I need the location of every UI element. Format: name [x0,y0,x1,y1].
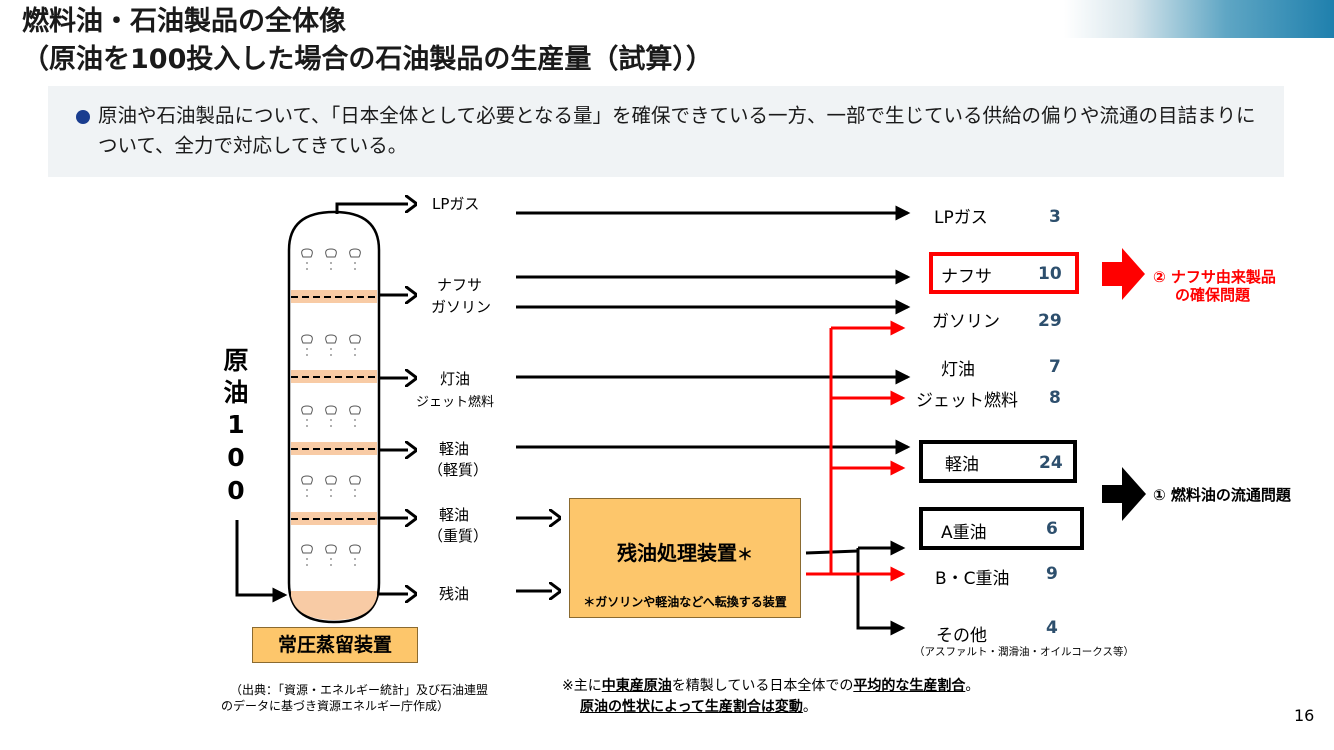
crude-char: 1 [227,410,245,439]
bullet-icon [76,110,90,124]
product-value: 8 [1049,388,1061,408]
page-number: 16 [1294,706,1315,725]
page-subtitle: （原油を100投入した場合の石油製品の生産量（試算）） [22,44,713,75]
crude-feed-arrow [235,520,288,603]
footnote-line2: 原油の性状によって生産割合は変動。 [580,699,817,715]
fraction-jet: ジェット燃料 [416,395,495,410]
residue-unit-note: ＊ガソリンや軽油などへ転換する装置 [583,595,787,609]
product-name: 灯油 [941,360,975,380]
product-value: 3 [1049,207,1061,227]
naphtha-issue-line1: ② ナフサ由来製品 [1153,268,1276,286]
residue-processing-unit: 残油処理装置＊ ＊ガソリンや軽油などへ転換する装置 [569,498,801,618]
tray [291,512,377,525]
product-value: 29 [1038,311,1062,331]
fraction-light-gasoil-note: （軽質） [428,461,489,479]
gasoil-highlight-box [919,440,1077,483]
fraction-gasoline: ガソリン [431,298,492,316]
conversion-flows [806,320,906,582]
summary-box: 原油や石油製品について、「日本全体として必要となる量」を確保できている一方、一部… [48,86,1284,177]
distillation-column [287,210,381,624]
fraction-outlets [335,204,408,594]
product-value: 24 [1039,453,1063,473]
crude-char: 0 [227,476,245,505]
header-gradient-bar [1064,0,1334,38]
fuel-issue-text: ① 燃料油の流通問題 [1153,486,1291,504]
footnote-line1: ※主に中東産原油を精製している日本全体での平均的な生産割合。 [562,678,980,694]
others-note: （アスファルト・潤滑油・オイルコークス等） [914,646,1134,658]
product-name: ナフサ [941,267,992,287]
fraction-kerosene: 灯油 [440,370,471,388]
naphtha-issue-arrow-icon [1102,248,1145,300]
naphtha-issue-line2: の確保問題 [1175,286,1251,304]
product-name: A重油 [941,523,987,543]
fraction-light-gasoil: 軽油 [439,440,470,458]
summary-text: 原油や石油製品について、「日本全体として必要となる量」を確保できている一方、一部… [98,104,1256,157]
crude-char: 0 [227,443,245,472]
product-value: 9 [1046,564,1058,584]
product-name: ガソリン [932,312,1000,332]
naphtha-highlight-box [929,252,1079,294]
residue-unit-title: 残油処理装置＊ [616,541,753,565]
product-value: 4 [1046,618,1058,638]
product-value: 10 [1038,264,1062,284]
fraction-heavy-gasoil: 軽油 [439,506,470,524]
product-name: ジェット燃料 [916,391,1018,411]
atmospheric-distillation-unit: 常圧蒸留装置 [252,627,418,663]
crude-char: 油 [223,378,249,407]
product-name: 軽油 [945,455,979,475]
product-name: B・C重油 [935,569,1010,589]
residue-unit-black-outputs [805,540,906,636]
fraction-lpg: LPガス [432,195,480,213]
page-title: 燃料油・石油製品の全体像 [22,6,346,37]
a-heavy-oil-highlight-box [919,507,1084,550]
product-name: その他 [936,626,987,646]
product-name: LPガス [934,208,988,228]
fraction-residue: 残油 [439,585,470,603]
tray [291,290,377,303]
fraction-naphtha: ナフサ [437,276,483,294]
tray [291,370,377,383]
residue-unit-inlets [516,518,552,591]
tray [291,442,377,455]
crude-char: 原 [223,346,249,375]
source-line2: のデータに基づき資源エネルギー庁作成） [221,699,450,713]
product-value: 6 [1046,519,1058,539]
fuel-issue-arrow-icon [1102,467,1146,521]
source-line1: （出典：「資源・エネルギー統計」及び石油連盟 [230,683,489,697]
product-flows [516,205,911,455]
product-value: 7 [1049,357,1061,377]
fraction-heavy-gasoil-note: （重質） [428,527,489,545]
